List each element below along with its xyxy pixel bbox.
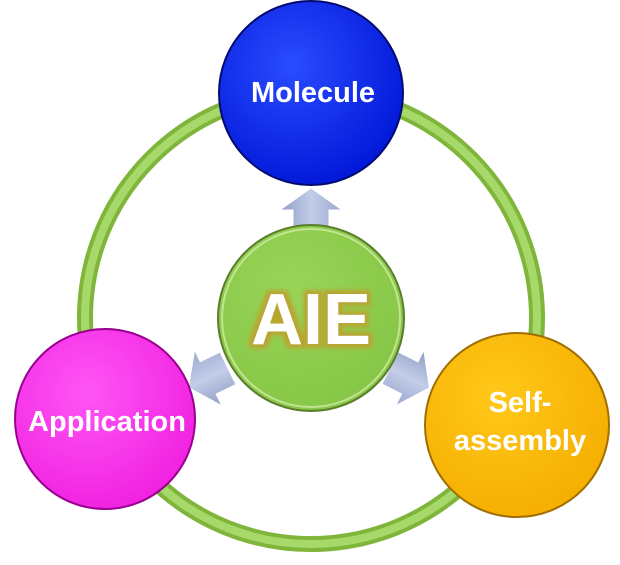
center-label: AIE: [251, 280, 371, 360]
node-self-assembly: Self- assembly: [424, 332, 610, 518]
node-label: Application: [28, 406, 186, 438]
node-label-line-2: assembly: [454, 425, 586, 457]
node-molecule: Molecule: [218, 0, 404, 186]
arrow-down-left-icon: [187, 348, 237, 407]
center-node-aie: AIE: [217, 224, 405, 412]
node-label: Molecule: [251, 77, 375, 109]
node-application: Application: [14, 328, 196, 510]
node-label-line-1: Self-: [489, 387, 552, 419]
